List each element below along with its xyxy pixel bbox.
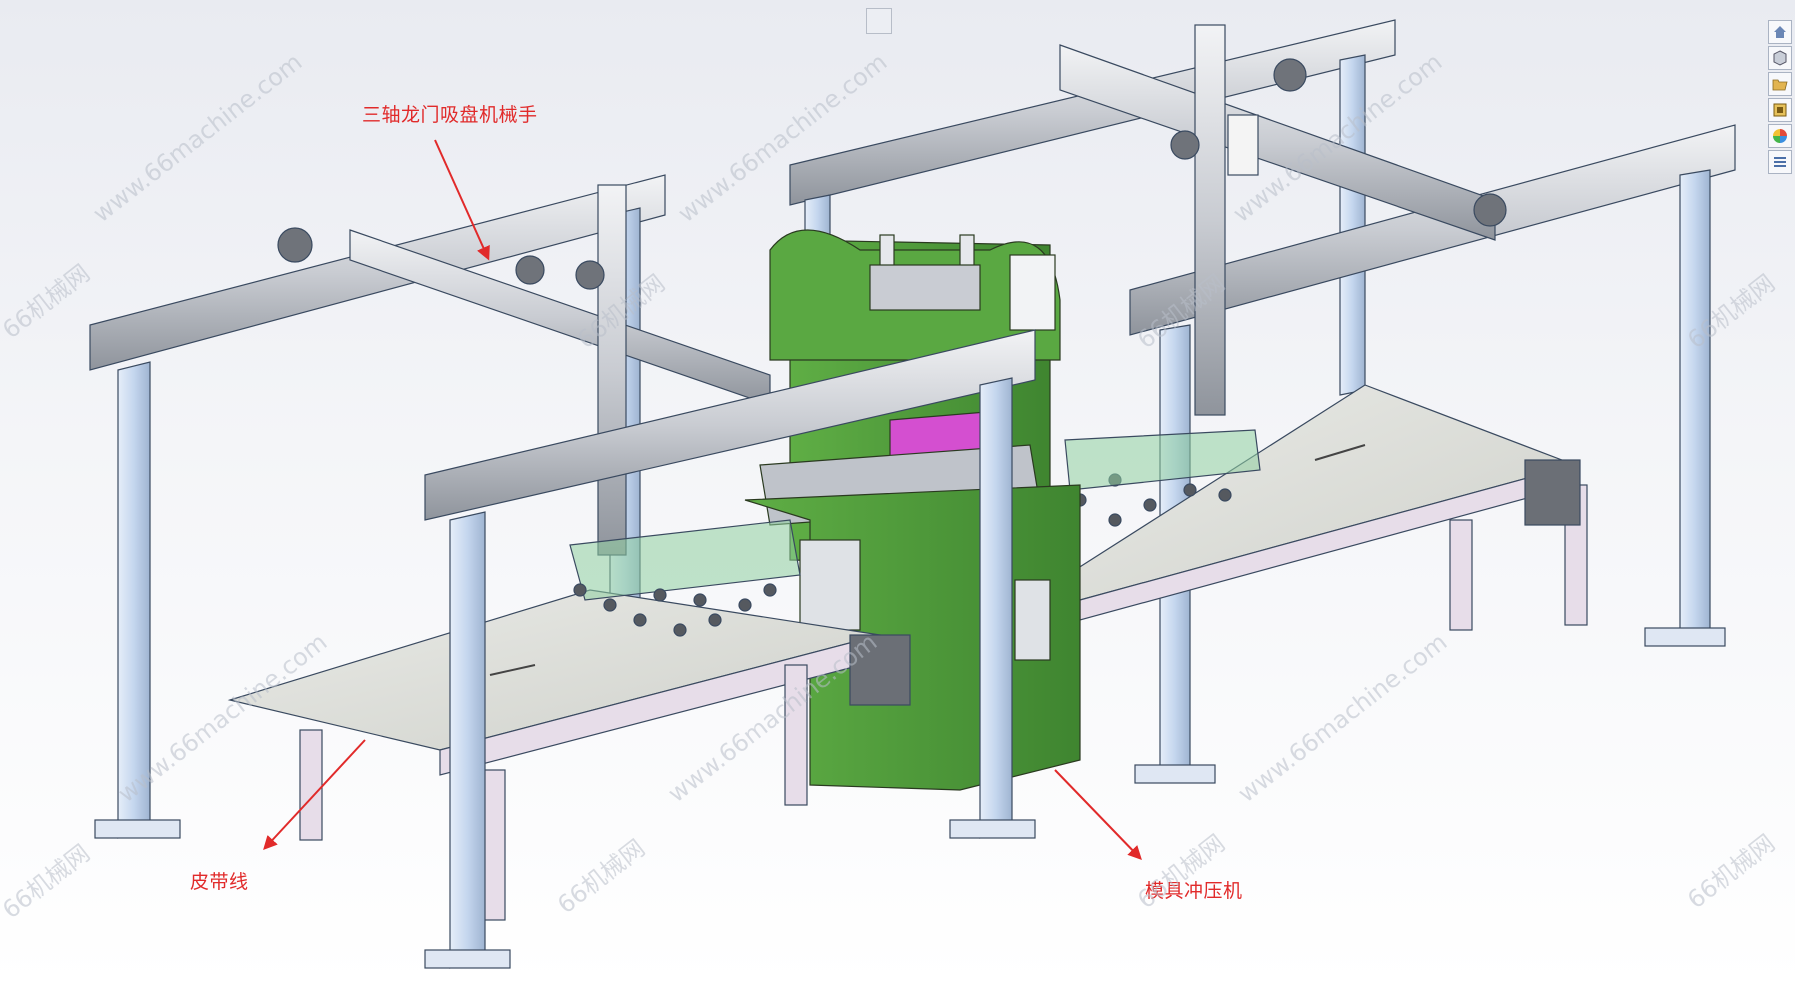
left-front-leg-left xyxy=(449,511,486,969)
right-front-leg-right xyxy=(1679,169,1711,636)
right-belt-end-motor xyxy=(1524,459,1581,526)
right-front-beam xyxy=(1129,124,1736,336)
press-panel-left xyxy=(799,539,861,631)
right-back-beam xyxy=(789,19,1396,206)
left-belt-end-motor xyxy=(849,634,911,706)
label-gantry-robot: 三轴龙门吸盘机械手 xyxy=(362,104,538,126)
left-belt-leg-3 xyxy=(784,664,808,806)
right-belt-leg-1 xyxy=(1449,519,1473,631)
callout-arrows xyxy=(263,139,1142,861)
color-wheel-icon[interactable] xyxy=(1768,124,1792,148)
view-orientation-icon[interactable] xyxy=(866,8,892,34)
label-mold-press: 模具冲压机 xyxy=(1145,880,1243,902)
appearance-icon[interactable] xyxy=(1768,98,1792,122)
left-foot-3 xyxy=(949,819,1036,839)
press-ram xyxy=(869,264,981,311)
left-foot-1 xyxy=(94,819,181,839)
left-belt-direction-arrow xyxy=(489,664,536,676)
left-motor-3 xyxy=(575,260,605,290)
left-belt-leg-1 xyxy=(299,729,323,841)
open-folder-icon[interactable] xyxy=(1768,72,1792,96)
task-pane-toolbar xyxy=(1768,20,1794,174)
left-z-column xyxy=(597,184,627,556)
left-back-leg-left xyxy=(117,361,151,839)
left-front-beam xyxy=(424,329,1036,521)
right-belt-line xyxy=(1064,384,1588,631)
home-icon[interactable] xyxy=(1768,20,1792,44)
cube-view-icon[interactable] xyxy=(1768,46,1792,70)
press-top-box xyxy=(1009,254,1056,331)
callout-gantry-arrow xyxy=(434,139,490,261)
left-motor-2 xyxy=(515,255,545,285)
left-foot-2 xyxy=(424,949,511,969)
right-z-column xyxy=(1194,24,1226,416)
callout-belt-arrow xyxy=(263,739,366,851)
label-belt-line: 皮带线 xyxy=(190,871,249,893)
right-motor-3 xyxy=(1170,130,1200,160)
right-gripper-frame xyxy=(1064,429,1261,491)
right-back-leg-right xyxy=(1339,54,1366,396)
callout-press-arrow xyxy=(1054,769,1142,861)
left-suction-cups xyxy=(573,583,777,637)
left-gripper-frame xyxy=(569,519,801,601)
press-panel-right xyxy=(1014,579,1051,661)
right-cross-beam xyxy=(1059,44,1496,241)
right-motor-2 xyxy=(1473,193,1507,227)
left-front-frame xyxy=(424,329,1036,969)
right-foot-1 xyxy=(1134,764,1216,784)
right-foot-2 xyxy=(1644,627,1726,647)
list-view-icon[interactable] xyxy=(1768,150,1792,174)
right-motor-1 xyxy=(1273,58,1307,92)
left-belt-line xyxy=(227,519,911,921)
left-cross-beam xyxy=(349,229,771,406)
right-belt-direction-arrow xyxy=(1314,444,1366,461)
left-front-leg-right xyxy=(979,377,1013,839)
right-carriage xyxy=(1227,114,1259,176)
left-motor-1 xyxy=(277,227,313,263)
